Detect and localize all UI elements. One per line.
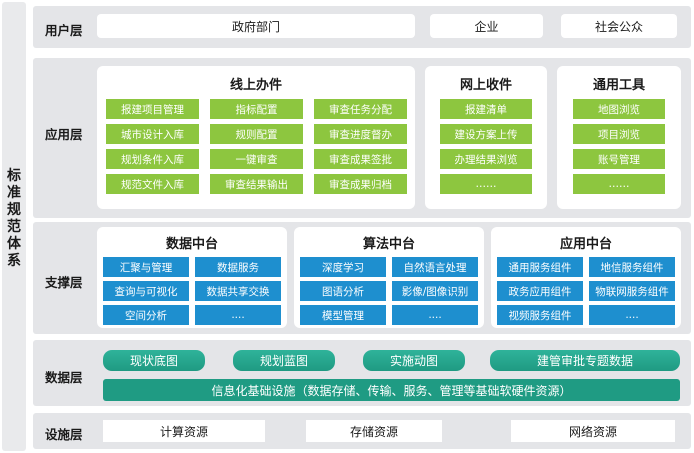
app-center-item-0: 通用服务组件 xyxy=(497,257,583,277)
tools-item-1: 项目浏览 xyxy=(573,124,665,144)
app-center-item-5: .... xyxy=(589,305,675,325)
data-layer-label: 数据层 xyxy=(45,370,83,385)
algo-center-item-0: 深度学习 xyxy=(300,257,386,277)
app-center-item-2: 政务应用组件 xyxy=(497,281,583,301)
app-center-item-3: 物联网服务组件 xyxy=(589,281,675,301)
data-center-item-4: 空间分析 xyxy=(103,305,189,325)
user-enterprise: 企业 xyxy=(430,14,543,38)
app-center-title: 应用中台 xyxy=(559,237,612,252)
algo-center-item-3: 影像/图像识别 xyxy=(392,281,478,301)
algo-center-item-2: 图语分析 xyxy=(300,281,386,301)
online-office-item-11: 审查成果归档 xyxy=(314,174,407,194)
online-receive-item-1: 建设方案上传 xyxy=(440,124,532,144)
tools-item-2: 账号管理 xyxy=(573,149,665,169)
standards-strip xyxy=(2,2,26,451)
data-center-item-5: .... xyxy=(195,305,281,325)
data-implementation-map: 实施动图 xyxy=(363,350,465,371)
support-layer-label: 支撑层 xyxy=(45,275,83,290)
facility-compute: 计算资源 xyxy=(103,420,265,442)
data-center-item-1: 数据服务 xyxy=(195,257,281,277)
facility-network: 网络资源 xyxy=(511,420,675,442)
online-office-item-4: 规则配置 xyxy=(210,124,303,144)
data-center-item-3: 数据共享交换 xyxy=(195,281,281,301)
app-layer-label: 应用层 xyxy=(45,127,83,142)
online-office-item-10: 审查结果输出 xyxy=(210,174,303,194)
online-office-item-5: 审查进度督办 xyxy=(314,124,407,144)
tools-item-0: 地图浏览 xyxy=(573,99,665,119)
online-office-item-0: 报建项目管理 xyxy=(106,99,199,119)
user-public: 社会公众 xyxy=(561,14,677,38)
tools-title: 通用工具 xyxy=(592,78,645,93)
data-planning-blueprint: 规划蓝图 xyxy=(233,350,335,371)
algo-center-item-5: .... xyxy=(392,305,478,325)
online-office-item-9: 规范文件入库 xyxy=(106,174,199,194)
online-office-item-7: 一键审查 xyxy=(210,149,303,169)
facility-layer-label: 设施层 xyxy=(45,427,83,442)
user-government: 政府部门 xyxy=(97,14,415,38)
algo-center-title: 算法中台 xyxy=(362,237,415,252)
standards-title: 标准规范体系 xyxy=(7,168,21,269)
online-receive-item-0: 报建清单 xyxy=(440,99,532,119)
app-center-item-1: 地信服务组件 xyxy=(589,257,675,277)
online-office-item-1: 指标配置 xyxy=(210,99,303,119)
info-infrastructure: 信息化基础设施（数据存储、传输、服务、管理等基础软硬件资源） xyxy=(103,379,680,401)
online-office-title: 线上办件 xyxy=(229,78,282,93)
online-receive-item-2: 办理结果浏览 xyxy=(440,149,532,169)
online-office-item-8: 审查成果签批 xyxy=(314,149,407,169)
online-office-item-3: 城市设计入库 xyxy=(106,124,199,144)
data-center-title: 数据中台 xyxy=(165,237,218,252)
online-receive-item-3: …… xyxy=(440,174,532,194)
data-current-basemap: 现状底图 xyxy=(103,350,205,371)
data-approval-topic: 建管审批专题数据 xyxy=(490,350,680,371)
user-layer-label: 用户层 xyxy=(45,23,83,38)
facility-storage: 存储资源 xyxy=(306,420,442,442)
algo-center-item-1: 自然语言处理 xyxy=(392,257,478,277)
algo-center-item-4: 模型管理 xyxy=(300,305,386,325)
online-receive-title: 网上收件 xyxy=(459,78,512,93)
online-office-item-2: 审查任务分配 xyxy=(314,99,407,119)
online-office-item-6: 规划条件入库 xyxy=(106,149,199,169)
data-center-item-0: 汇聚与管理 xyxy=(103,257,189,277)
data-center-item-2: 查询与可视化 xyxy=(103,281,189,301)
tools-item-3: …… xyxy=(573,174,665,194)
app-center-item-4: 视频服务组件 xyxy=(497,305,583,325)
